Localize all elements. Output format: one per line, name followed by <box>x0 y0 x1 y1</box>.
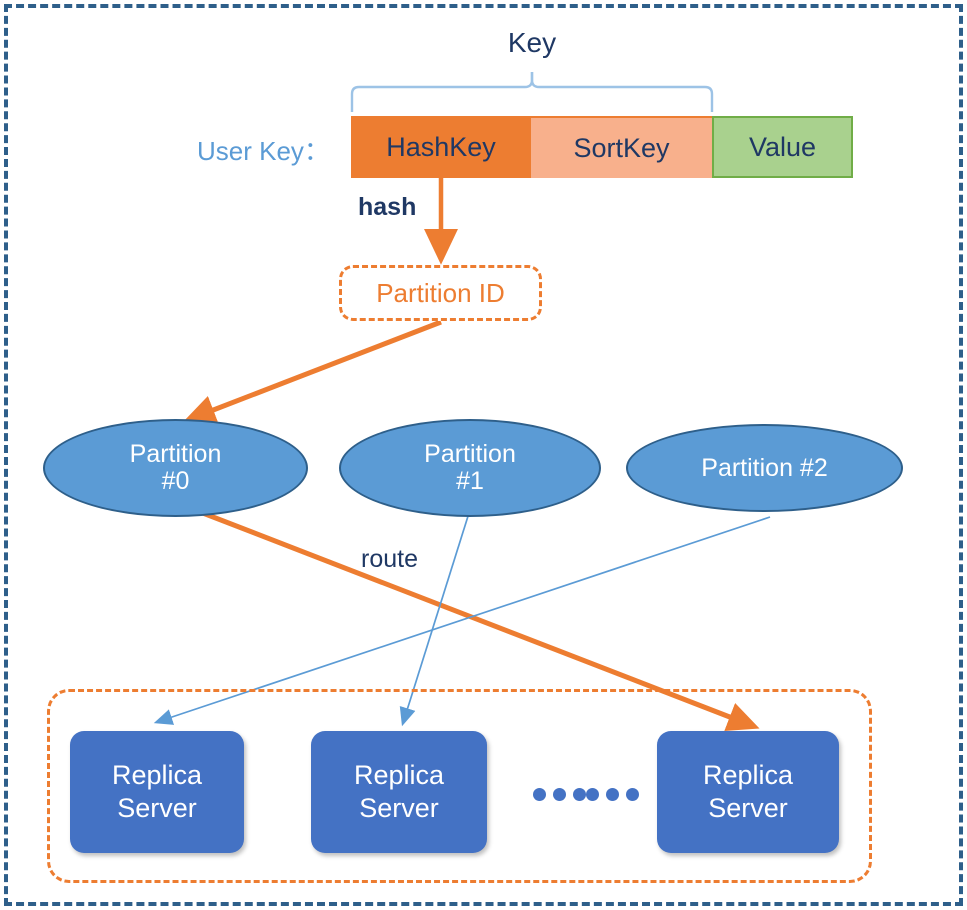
route-edge-label: route <box>361 545 418 573</box>
replica-0-line2: Server <box>117 793 197 823</box>
user-key-label: User Key： <box>197 136 330 166</box>
replica-server-group-border <box>47 689 872 883</box>
ellipsis-indicator <box>533 780 639 808</box>
replica-2-line1: Replica <box>702 760 794 791</box>
partitionid-to-partition0-arrow <box>183 319 442 424</box>
partition-node-1: Partition #1 <box>339 419 601 517</box>
ellipsis-dot <box>573 787 586 801</box>
ellipsis-dot <box>553 787 566 801</box>
record-segment-sortkey: SortKey <box>531 116 712 178</box>
partition-node-0-label: Partition #0 <box>130 441 222 495</box>
ellipsis-dot <box>626 787 639 801</box>
replica-0-line1: Replica <box>111 760 203 791</box>
replica-server-node-1: Replica Server <box>311 731 487 853</box>
ellipsis-dot <box>533 787 546 801</box>
partition2-to-replica0-arrow <box>153 516 771 725</box>
record-segment-hashkey: HashKey <box>351 116 531 178</box>
partition-id-node: Partition ID <box>339 265 542 321</box>
partition-node-2-label: Partition #2 <box>701 453 828 482</box>
replica-server-node-0: Replica Server <box>70 731 244 853</box>
ellipsis-dot <box>606 787 619 801</box>
partition-node-0: Partition #0 <box>43 419 308 517</box>
replica-server-0-label: Replica Server <box>112 759 202 825</box>
partition-0-line1: Partition <box>129 440 222 468</box>
ellipsis-dot-group-right <box>586 787 639 801</box>
key-brace-label: Key <box>507 27 557 58</box>
replica-1-line2: Server <box>359 793 439 823</box>
hash-edge-label: hash <box>358 193 417 221</box>
partition-node-2: Partition #2 <box>626 424 903 512</box>
replica-server-node-2: Replica Server <box>657 731 839 853</box>
ellipsis-dot-group-left <box>533 787 586 801</box>
replica-2-line2: Server <box>708 793 788 823</box>
partition-1-line1: Partition <box>424 440 516 468</box>
replica-server-2-label: Replica Server <box>703 759 793 825</box>
replica-1-line1: Replica <box>353 760 445 791</box>
partition-0-line2: #0 <box>161 467 190 495</box>
ellipsis-dot <box>586 787 599 801</box>
partition1-to-replica1-arrow <box>399 512 470 727</box>
partition-1-line2: #1 <box>456 467 484 495</box>
partition-node-1-label: Partition #1 <box>424 441 516 495</box>
record-segment-value: Value <box>712 116 853 178</box>
key-brace <box>350 72 714 112</box>
replica-server-1-label: Replica Server <box>354 759 444 825</box>
